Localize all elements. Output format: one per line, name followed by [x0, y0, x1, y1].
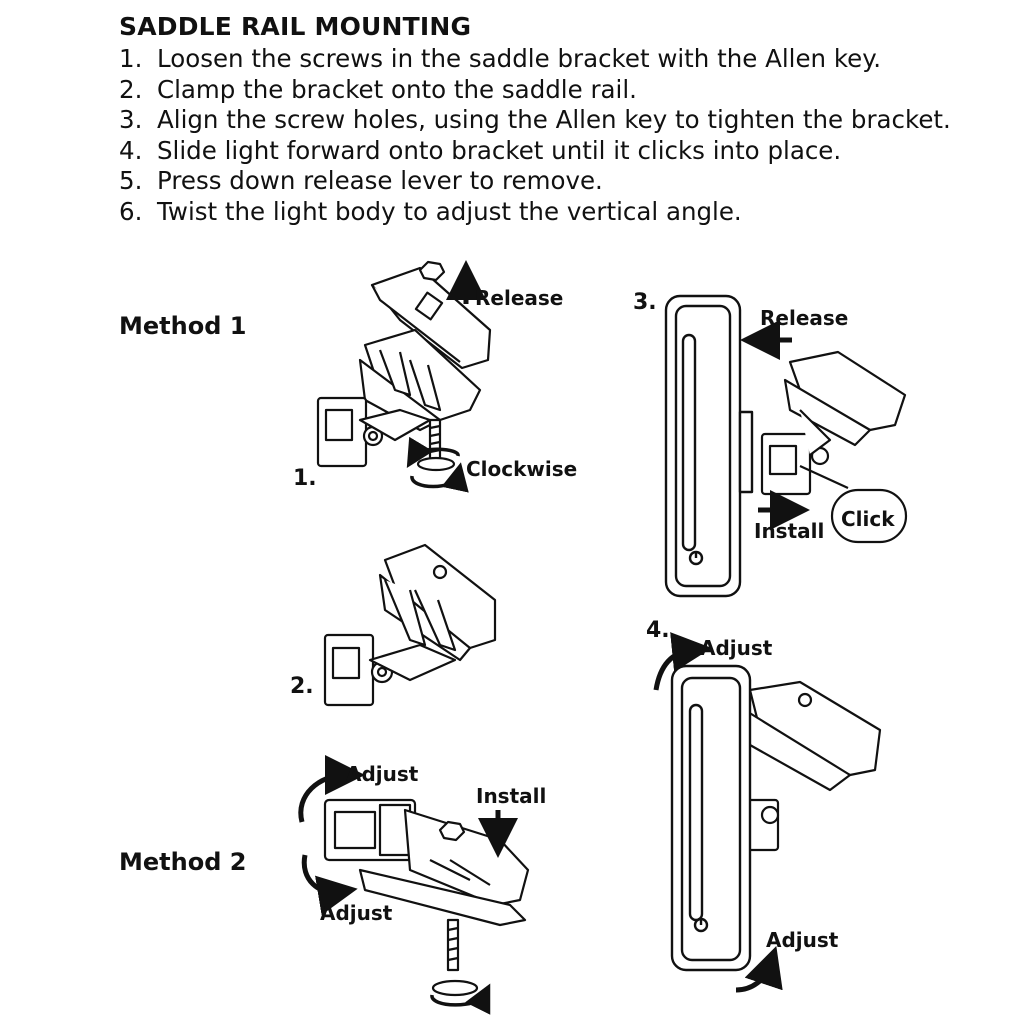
m2-install-label: Install: [476, 784, 547, 808]
step-text: Loosen the screws in the saddle bracket …: [157, 44, 882, 73]
method-2-bracket: [323, 798, 530, 997]
step-item: 5. Press down release lever to remove.: [119, 166, 951, 197]
step-number: 6.: [119, 196, 143, 226]
figure-2-bracket: [323, 543, 497, 707]
step-text: Clamp the bracket onto the saddle rail.: [157, 74, 637, 104]
rotate-arrow: [430, 983, 491, 1015]
step-number: 1.: [119, 44, 143, 73]
fig3-release-label: Release: [760, 306, 849, 330]
fig1-clockwise-label: Clockwise: [466, 457, 578, 481]
step-item: 6. Twist the light body to adjust the ver…: [119, 197, 951, 228]
figure-3-bracket: [760, 350, 907, 496]
method-1-label: Method 1: [119, 312, 247, 340]
step-list: 1. Loosen the screws in the saddle bracke…: [119, 44, 951, 227]
step-item: 1. Loosen the screws in the saddle bracke…: [119, 44, 951, 75]
fig3-number: 3.: [633, 290, 657, 315]
step-text: Align the screw holes, using the Allen k…: [157, 105, 951, 134]
step-text: Twist the light body to adjust the verti…: [157, 196, 742, 226]
step-number: 5.: [119, 166, 143, 195]
adjust-4-bottom-arrow: [735, 946, 783, 993]
fig4-adjust-top-label: Adjust: [700, 636, 773, 660]
fig2-number: 2.: [290, 674, 314, 699]
fig3-click-label: Click: [841, 507, 895, 531]
method-2-label: Method 2: [119, 848, 247, 876]
m2-adjust-top-label: Adjust: [346, 762, 419, 786]
fig4-number: 4.: [646, 618, 670, 643]
figure-4-bracket: [746, 680, 882, 852]
clockwise-arrow: [410, 462, 469, 493]
m2-adjust-bottom-label: Adjust: [320, 901, 393, 925]
step-number: 2.: [119, 74, 143, 104]
fig1-release-label: Release: [475, 286, 564, 310]
step-text: Slide light forward onto bracket until i…: [157, 135, 842, 165]
step-number: 3.: [119, 105, 143, 134]
fig3-install-label: Install: [754, 519, 825, 543]
fig1-number: 1.: [293, 466, 317, 491]
adjust-top-arrow: [298, 755, 365, 823]
figure-3-light: [664, 294, 754, 598]
adjust-4-top-arrow: [653, 632, 712, 691]
fig4-adjust-bottom-label: Adjust: [766, 928, 839, 952]
click-callout: [799, 465, 908, 544]
step-text: Press down release lever to remove.: [157, 166, 603, 195]
step-item: 4. Slide light forward onto bracket until…: [119, 136, 951, 167]
figure-4-light: [670, 664, 752, 972]
adjust-bottom-arrow: [301, 854, 358, 915]
step-item: 3. Align the screw holes, using the Allen…: [119, 105, 951, 136]
page-title: SADDLE RAIL MOUNTING: [119, 12, 472, 41]
step-item: 2. Clamp the bracket onto the saddle rail…: [119, 75, 951, 106]
step-number: 4.: [119, 135, 143, 165]
